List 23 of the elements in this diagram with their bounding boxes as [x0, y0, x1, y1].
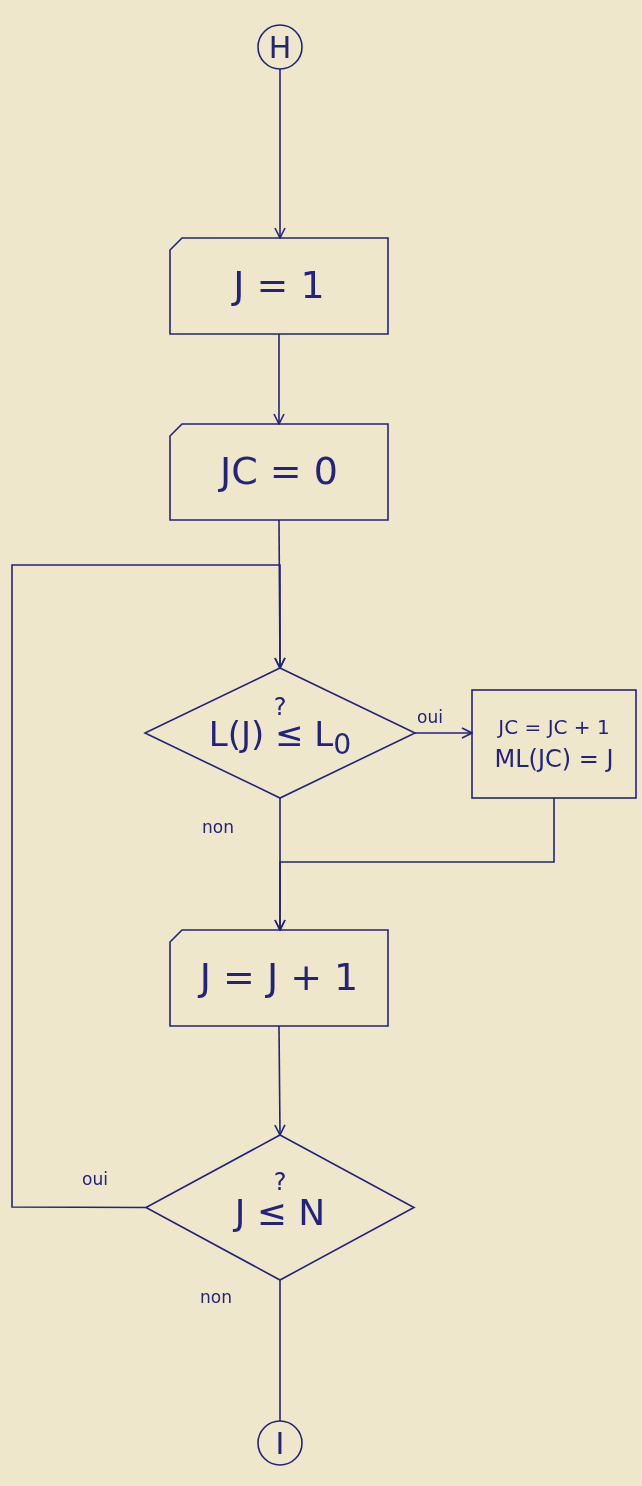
connector-circle	[258, 25, 302, 69]
statement-text: J = J + 1	[199, 957, 359, 999]
arrow	[274, 797, 555, 931]
process-box	[170, 930, 388, 1026]
statement-text: H	[268, 30, 292, 64]
statement-text: J ≤ N	[234, 1192, 326, 1233]
statement-text: JC = 0	[220, 451, 338, 493]
statement-text: I	[275, 1426, 285, 1460]
arrow	[414, 727, 473, 739]
statement-text: ML(JC) = J	[494, 745, 614, 773]
arrow	[273, 333, 285, 425]
statement-text: J = 1	[233, 265, 325, 307]
decision-diamond	[145, 668, 415, 798]
question-mark: ?	[273, 1168, 287, 1195]
connector-circle	[258, 1421, 302, 1465]
decision-diamond	[146, 1135, 414, 1280]
process-box	[170, 424, 388, 520]
process-box	[472, 690, 636, 798]
statement-text: JC = JC + 1	[498, 715, 610, 738]
arrow	[274, 1025, 286, 1136]
arrow	[274, 68, 286, 239]
arrow	[11, 564, 286, 1209]
process-box	[170, 238, 388, 334]
